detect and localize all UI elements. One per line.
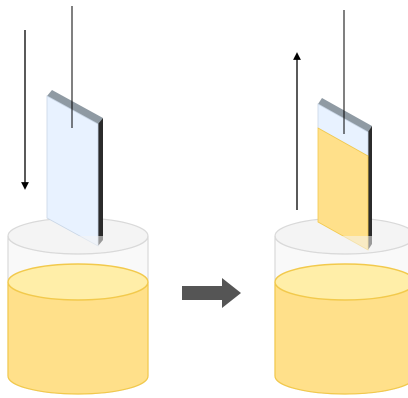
right-arrow-icon [182, 278, 241, 308]
step-immersion [7, 6, 149, 395]
slide-top-edge [47, 90, 103, 124]
slide-top-edge [318, 98, 372, 132]
liquid-surface [7, 263, 149, 301]
liquid-surface [274, 263, 408, 301]
beaker-rim-front [7, 235, 149, 255]
substrate-slide [46, 90, 103, 247]
liquid-body [7, 282, 149, 395]
slide-side-edge [368, 126, 372, 250]
slide-side-edge [98, 118, 103, 246]
step-withdrawal [274, 10, 408, 395]
liquid-body [274, 282, 408, 395]
